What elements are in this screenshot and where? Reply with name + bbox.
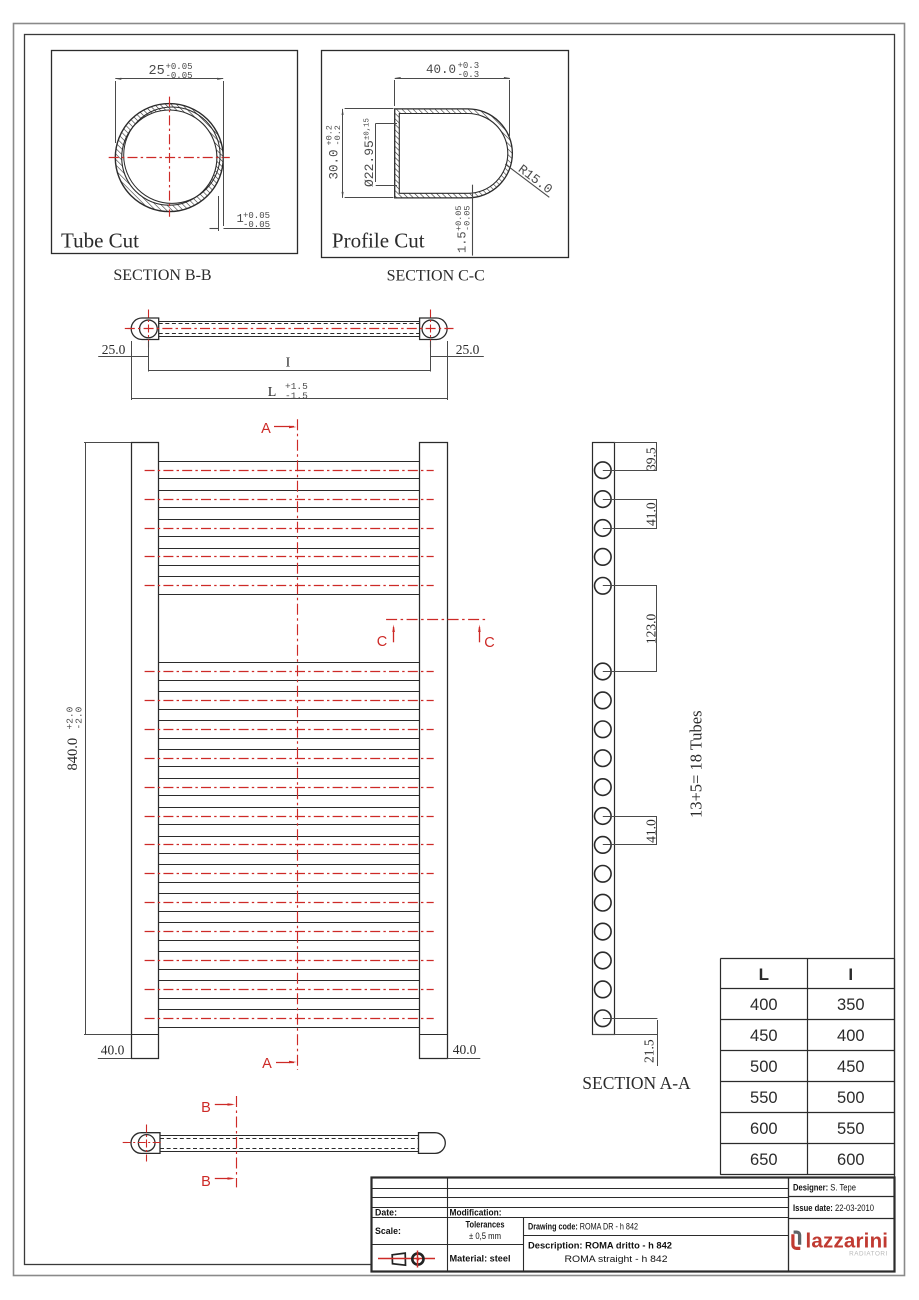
svg-text:1.5: 1.5 — [456, 231, 470, 253]
svg-text:lazzarini: lazzarini — [806, 1229, 889, 1252]
svg-text:Ø22.95: Ø22.95 — [362, 140, 377, 187]
svg-text:C: C — [484, 635, 494, 651]
svg-text:600: 600 — [837, 1151, 865, 1169]
svg-text:ROMA straight - h 842: ROMA straight - h 842 — [565, 1254, 668, 1264]
svg-text:40.0: 40.0 — [453, 1042, 477, 1057]
svg-text:Modification:: Modification: — [450, 1207, 502, 1217]
svg-text:40.0: 40.0 — [101, 1043, 125, 1058]
svg-text:400: 400 — [837, 1027, 865, 1045]
svg-text:550: 550 — [837, 1120, 865, 1138]
svg-text:123.0: 123.0 — [644, 614, 659, 645]
svg-text:41.0: 41.0 — [644, 819, 659, 843]
svg-text:Description: ROMA dritto - h: Description: ROMA dritto - h 842 — [528, 1241, 672, 1251]
svg-text:A: A — [262, 1056, 272, 1072]
svg-text:Profile Cut: Profile Cut — [332, 229, 425, 253]
svg-text:Designer: S. Tepe: Designer: S. Tepe — [793, 1183, 856, 1193]
svg-text:B: B — [201, 1100, 211, 1116]
svg-text:25.0: 25.0 — [456, 342, 480, 357]
svg-text:Drawing code: ROMA DR - h 842: Drawing code: ROMA DR - h 842 — [528, 1222, 638, 1232]
svg-text:39.5: 39.5 — [644, 447, 659, 471]
svg-text:Tube Cut: Tube Cut — [61, 229, 139, 253]
svg-text:+0.3: +0.3 — [458, 61, 480, 71]
svg-text:600: 600 — [750, 1120, 778, 1138]
svg-text:-0.05: -0.05 — [463, 205, 473, 231]
svg-text:-1.5: -1.5 — [285, 391, 308, 402]
svg-text:SECTION B-B: SECTION B-B — [113, 267, 211, 284]
svg-text:-0.2: -0.2 — [333, 125, 343, 145]
svg-text:+0.05: +0.05 — [166, 62, 193, 72]
svg-text:L: L — [759, 965, 769, 984]
svg-text:Scale:: Scale: — [375, 1226, 401, 1236]
svg-text:-2.0: -2.0 — [74, 706, 85, 729]
svg-text:Date:: Date: — [375, 1207, 397, 1217]
svg-text:Issue date: 22-03-2010: Issue date: 22-03-2010 — [793, 1203, 874, 1213]
svg-text:+0.05: +0.05 — [454, 205, 464, 231]
svg-text:SECTION C-C: SECTION C-C — [387, 268, 485, 285]
svg-text:SECTION A-A: SECTION A-A — [582, 1073, 691, 1093]
svg-text:400: 400 — [750, 996, 778, 1014]
svg-text:650: 650 — [750, 1151, 778, 1169]
svg-text:-0.3: -0.3 — [458, 70, 480, 80]
svg-text:500: 500 — [837, 1089, 865, 1107]
svg-text:30.0: 30.0 — [328, 149, 342, 179]
svg-text:450: 450 — [837, 1058, 865, 1076]
svg-text:+0.2: +0.2 — [325, 125, 335, 145]
svg-text:B: B — [201, 1174, 211, 1190]
svg-text:I: I — [286, 356, 291, 371]
svg-text:-0.05: -0.05 — [243, 220, 270, 230]
svg-text:+0.05: +0.05 — [243, 211, 270, 221]
svg-text:13+5= 18 Tubes: 13+5= 18 Tubes — [687, 710, 706, 818]
svg-text:1: 1 — [237, 212, 244, 226]
svg-text:RADIATORI: RADIATORI — [849, 1250, 888, 1257]
svg-text:550: 550 — [750, 1089, 778, 1107]
svg-text:40.0: 40.0 — [426, 63, 456, 77]
svg-text:-0.05: -0.05 — [166, 71, 193, 81]
svg-text:+2.0: +2.0 — [65, 706, 76, 729]
svg-text:450: 450 — [750, 1027, 778, 1045]
svg-text:21.5: 21.5 — [642, 1039, 657, 1063]
svg-text:I: I — [848, 965, 853, 984]
svg-text:25.0: 25.0 — [102, 342, 126, 357]
svg-text:Tolerances: Tolerances — [466, 1220, 505, 1230]
svg-text:Material: steel: Material: steel — [450, 1254, 511, 1264]
svg-text:± 0,5 mm: ± 0,5 mm — [469, 1231, 501, 1241]
svg-text:L: L — [268, 385, 277, 400]
svg-text:C: C — [377, 634, 387, 650]
svg-text:±0,15: ±0,15 — [364, 118, 372, 140]
svg-text:41.0: 41.0 — [644, 502, 659, 526]
svg-text:+1.5: +1.5 — [285, 381, 308, 392]
svg-text:500: 500 — [750, 1058, 778, 1076]
svg-text:840.0: 840.0 — [65, 738, 81, 771]
svg-text:25: 25 — [149, 64, 165, 79]
svg-text:350: 350 — [837, 996, 865, 1014]
svg-text:A: A — [261, 421, 271, 437]
